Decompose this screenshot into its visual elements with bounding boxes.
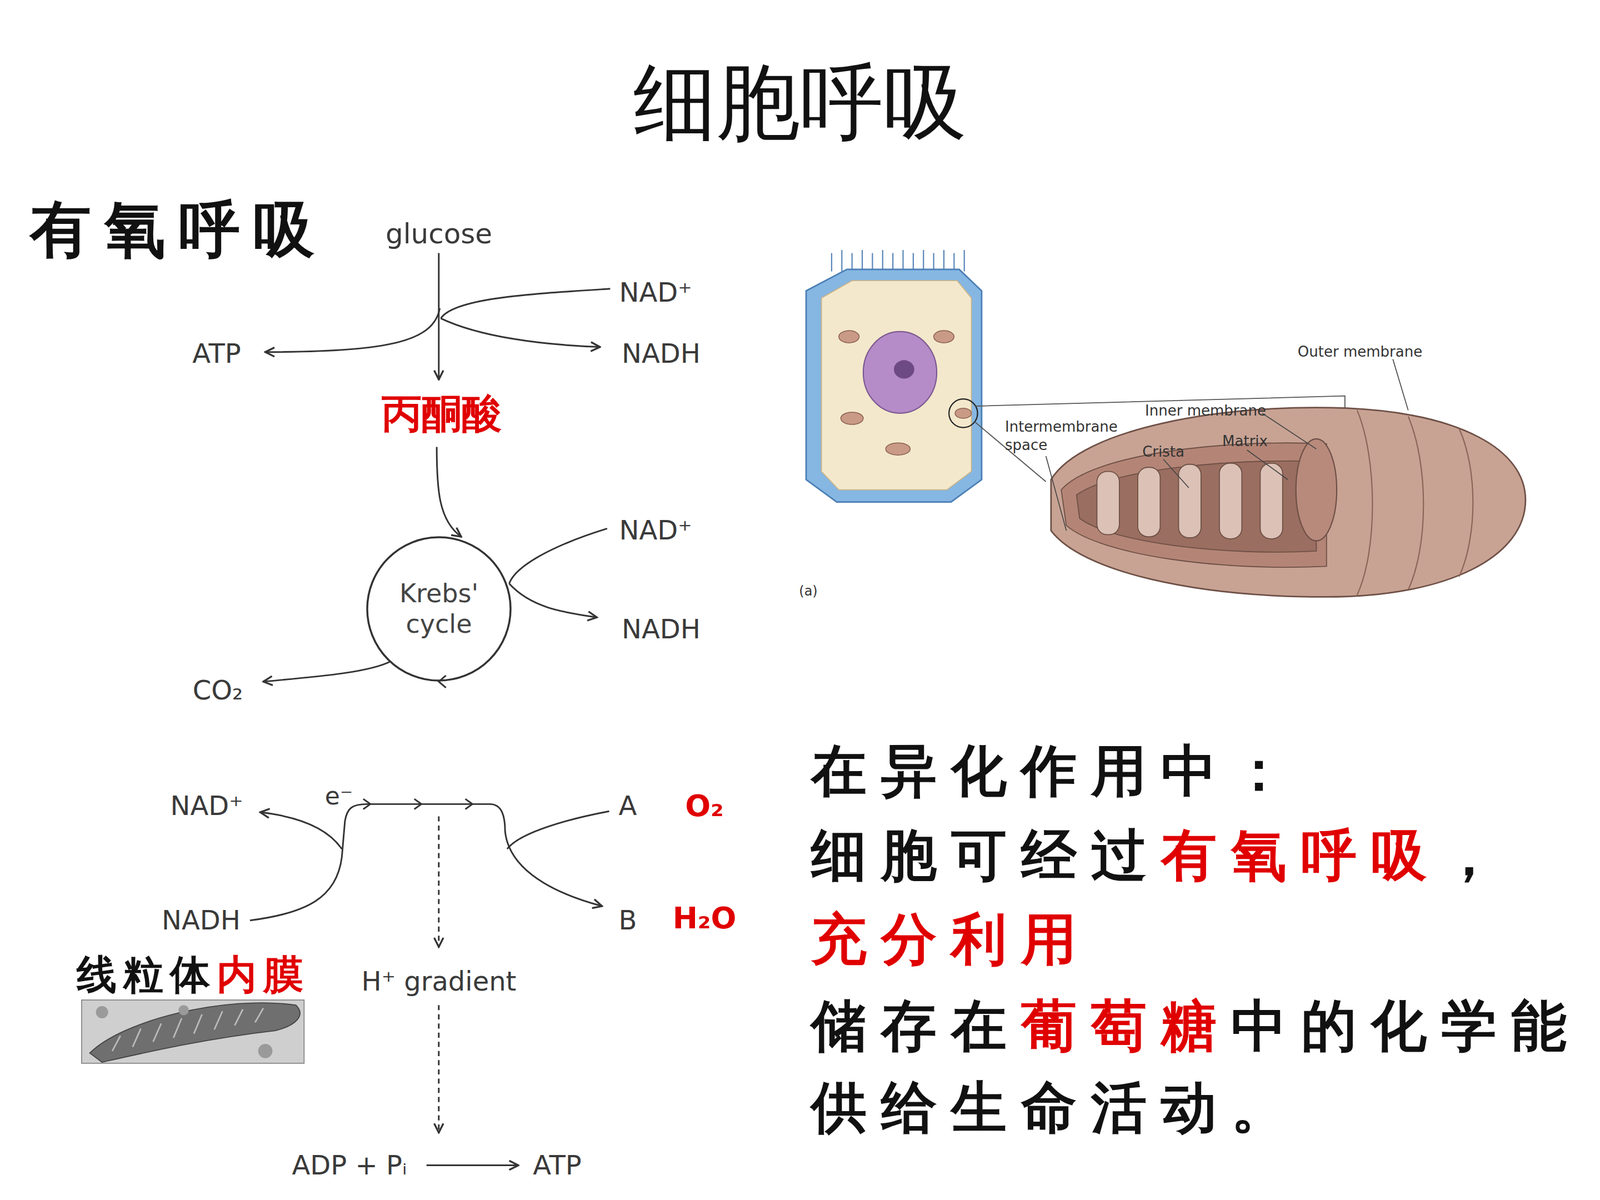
organelle [838, 330, 860, 343]
text-line: 供给生命活动。 [811, 1073, 1302, 1141]
cut-face [1061, 442, 1327, 568]
zoom-circle [948, 398, 978, 428]
statement-text: 有氧呼吸 [1161, 822, 1442, 888]
circle-shape [367, 537, 511, 681]
section-heading: 有氧呼吸 [30, 194, 328, 265]
molecule-label: NADH [621, 338, 701, 369]
molecule-label: ATP [192, 338, 241, 369]
node-label: Krebs' cycle [383, 578, 495, 640]
statement-text: 线粒体 [76, 950, 217, 998]
molecule-label: NADH [161, 905, 241, 936]
text-line: 储存在葡萄糖中的化学能 [811, 992, 1582, 1059]
molecule-label: O₂ [685, 788, 724, 824]
statement-text: 内膜 [216, 950, 310, 998]
molecule-label: 丙酮酸 [381, 390, 502, 437]
micrograph-texture [178, 1005, 189, 1015]
mitochondrion-illustration [1046, 359, 1526, 598]
molecule-label: NAD⁺ [618, 515, 692, 546]
co2-out-arrow [263, 661, 392, 682]
placeholder-letter: B [618, 905, 638, 936]
statement-text: 供给生命活动。 [811, 1074, 1302, 1140]
electron-arrow-head [414, 798, 422, 809]
figure-tag: (a) [798, 583, 818, 600]
crista [1219, 463, 1242, 539]
micrograph-cristae [112, 1008, 264, 1052]
placeholder-letter: A [618, 790, 638, 822]
dashed-arrow [437, 1005, 440, 1133]
pyruvate-arrow [436, 446, 462, 537]
cell-body [806, 269, 982, 503]
electron-arrow-head [363, 798, 371, 809]
synthesis-arrow [426, 1164, 519, 1167]
molecule-label: H₂O [672, 901, 737, 936]
title: 细胞呼吸 [633, 54, 967, 151]
micrograph-texture [96, 1006, 109, 1019]
micrograph-mitochondrion [90, 1002, 300, 1063]
nucleus [863, 331, 937, 414]
cilia [831, 250, 965, 272]
text-line: 线粒体内膜 [76, 949, 310, 1000]
oxygen-in-curve [507, 811, 610, 849]
part-label: Crista [1142, 443, 1185, 461]
molecule-label: NAD⁺ [170, 790, 243, 822]
molecule-label: ADP + Pᵢ [292, 1150, 408, 1181]
text-line: 细胞可经过有氧呼吸， [811, 821, 1512, 889]
electron-path [250, 803, 603, 920]
micrograph-frame [81, 1000, 304, 1064]
nadh-out-arrow [440, 318, 600, 347]
cytoplasm [821, 280, 972, 490]
electron-label: e⁻ [325, 782, 353, 811]
statement-text: 充分利用 [811, 906, 1092, 972]
part-label: Intermembrane space [1005, 417, 1117, 454]
molecule-label: CO₂ [192, 675, 244, 706]
glycolysis-arrow [437, 253, 440, 380]
organelle [840, 412, 863, 425]
statement-text: 储存在 [811, 992, 1022, 1059]
organelle [955, 408, 972, 419]
outer-membrane [1051, 407, 1526, 598]
micrograph-texture [258, 1043, 273, 1059]
part-label: Outer membrane [1297, 343, 1423, 361]
gradient-label: H⁺ gradient [361, 966, 517, 997]
crista [1260, 463, 1283, 539]
statement-text: 葡萄糖 [1021, 992, 1232, 1059]
statement-text: 在异化作用中： [811, 737, 1302, 804]
nad-in-curve [440, 288, 610, 319]
nad-in-curve [509, 528, 608, 584]
cycle-arrow-head [438, 675, 447, 688]
electron-arrow-head [465, 798, 473, 809]
part-label: Inner membrane [1145, 402, 1267, 420]
organelle [885, 442, 910, 455]
nadh-out-arrow [509, 583, 598, 618]
molecule-label: NADH [621, 613, 701, 645]
nucleolus [893, 360, 915, 379]
crista [1096, 471, 1119, 535]
organelle [933, 330, 955, 343]
molecule-label: ATP [532, 1150, 582, 1181]
molecule-label: glucose [385, 218, 493, 251]
crista [1178, 464, 1201, 538]
statement-text: ， [1441, 822, 1512, 888]
statement-text: 中的化学能 [1231, 992, 1582, 1059]
nad-out-arrow [260, 812, 342, 849]
crista [1137, 467, 1160, 537]
statement-text: 细胞可经过 [811, 822, 1162, 888]
leader-lines [1046, 359, 1409, 532]
surface-folds [1357, 410, 1473, 595]
cycle-circle: Krebs' cycle [365, 535, 513, 683]
inner-membrane-edge [1296, 438, 1337, 542]
molecule-label: NAD⁺ [618, 277, 692, 308]
atp-out-arrow [265, 308, 440, 353]
micrograph [81, 1000, 304, 1064]
text-line: 在异化作用中： [811, 737, 1302, 804]
cilia-lines [831, 250, 965, 272]
part-label: Matrix [1222, 433, 1268, 450]
text-line: 充分利用 [811, 905, 1092, 973]
dashed-arrow [437, 816, 440, 947]
